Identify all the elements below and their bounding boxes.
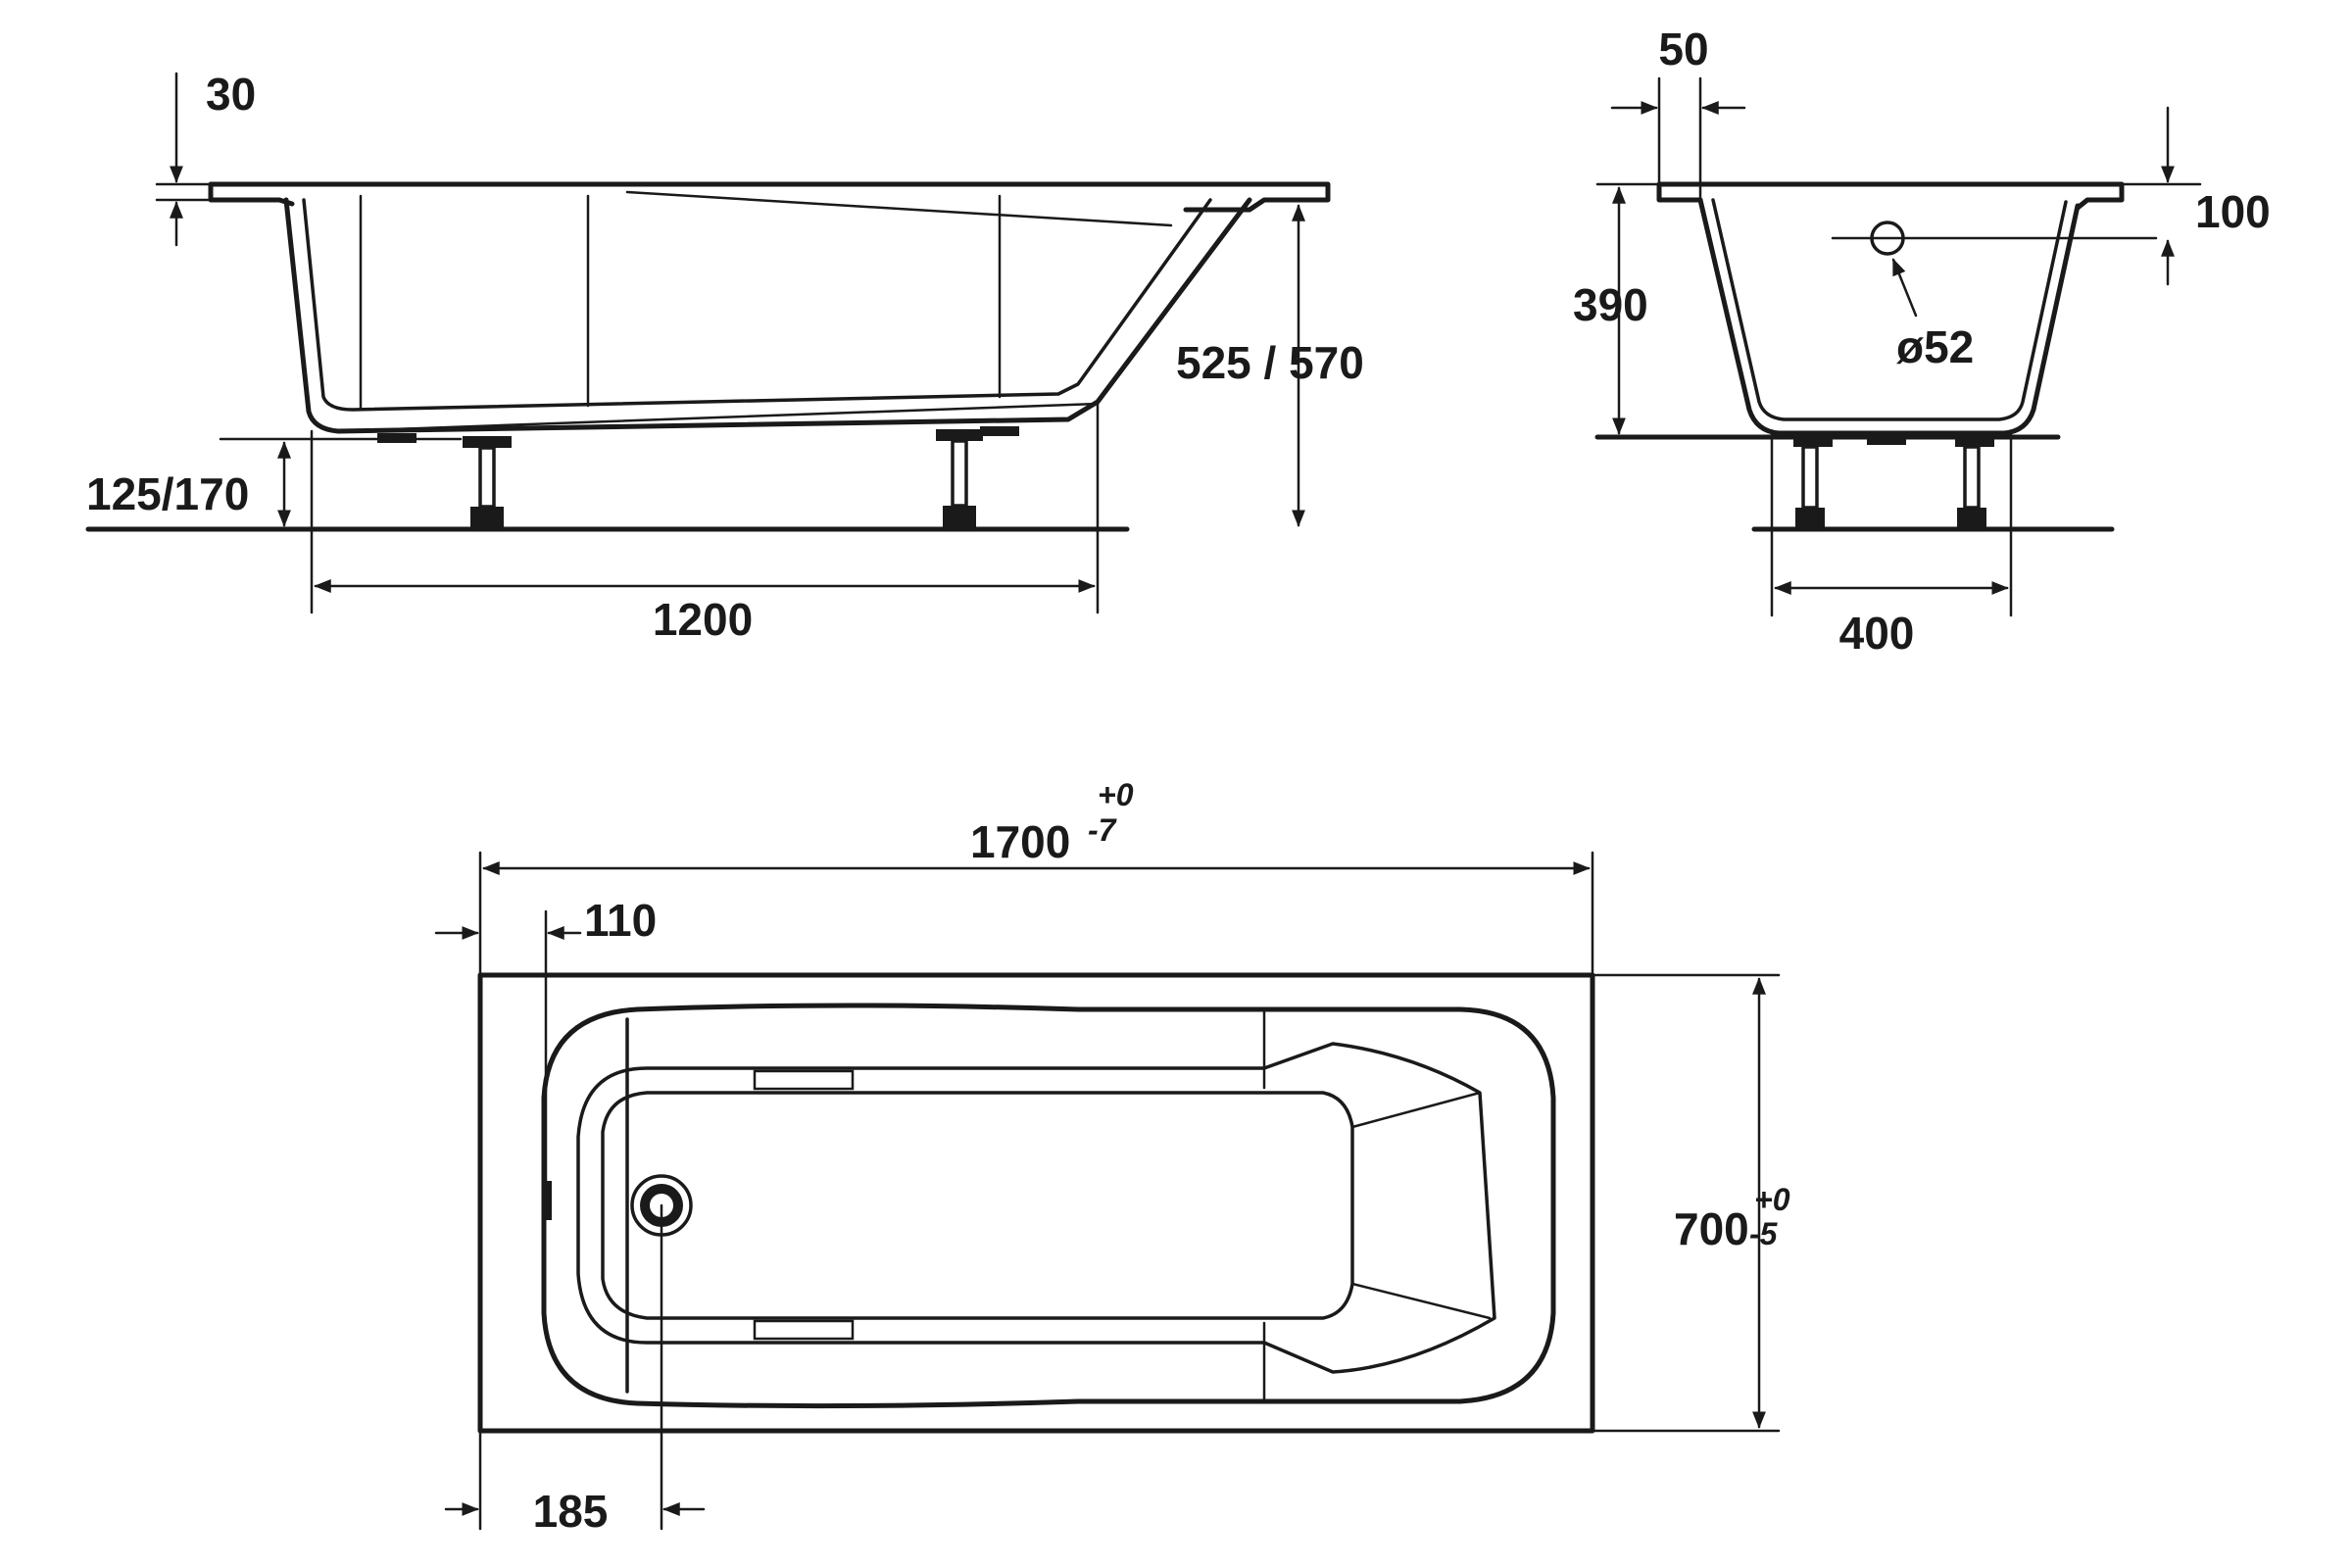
top-length-tol-minus: -7 [1088, 812, 1118, 848]
side-bottom-line [336, 402, 1100, 433]
side-outer-shell [283, 197, 1252, 434]
side-slope-line [625, 190, 1173, 227]
end-bottom-width-label: 400 [1839, 608, 1915, 659]
top-outline [477, 972, 1595, 1434]
end-inner-shell [1711, 198, 2068, 421]
top-head-line-2 [1350, 1282, 1492, 1320]
side-foot-pad-2 [980, 426, 1019, 436]
top-basin-inner [576, 1042, 1496, 1374]
top-overflow-offset-label: 110 [584, 895, 657, 946]
side-rim [208, 181, 1331, 213]
top-overflow [542, 1181, 552, 1220]
side-inner-shell [302, 198, 1212, 412]
end-inner-depth-label: 390 [1573, 279, 1648, 330]
end-leg-right [1955, 435, 1994, 527]
side-leg-left [463, 436, 512, 528]
side-bottom-length-label: 1200 [653, 594, 753, 645]
top-width-tol-plus: +0 [1754, 1182, 1790, 1217]
side-total-height-label: 525 / 570 [1176, 337, 1364, 388]
end-outer-shell [1697, 197, 2081, 436]
end-leg-left [1793, 435, 1833, 527]
top-view: 1700 +0 -7 700 +0 -5 110 185 [434, 777, 1790, 1537]
end-rim [1656, 181, 2125, 211]
side-leg-right [936, 429, 983, 527]
end-view: ø52 50 100 390 400 [1573, 24, 2271, 659]
top-basin-floor [601, 1091, 1354, 1320]
side-view: 30 125/170 525 / 570 1200 [85, 69, 1364, 645]
overflow-diameter-label: ø52 [1896, 321, 1974, 372]
top-basin-outer [541, 1003, 1556, 1409]
top-length-tol-plus: +0 [1098, 777, 1134, 812]
end-foot-pad [1867, 435, 1906, 445]
overflow-leader [1891, 258, 1918, 318]
top-grip-1 [753, 1069, 855, 1091]
top-head-line-1 [1350, 1091, 1482, 1129]
top-length-label: 1700 [970, 816, 1070, 867]
end-rim-width-label: 50 [1658, 24, 1708, 74]
top-width-label: 700 [1674, 1203, 1749, 1254]
side-rim-thickness-label: 30 [206, 69, 256, 120]
end-overflow-drop-label: 100 [2195, 186, 2271, 237]
top-grip-2 [753, 1319, 855, 1341]
side-leg-height-label: 125/170 [86, 468, 249, 519]
top-width-tol-minus: -5 [1749, 1216, 1779, 1251]
top-drain-offset-label: 185 [533, 1486, 609, 1537]
